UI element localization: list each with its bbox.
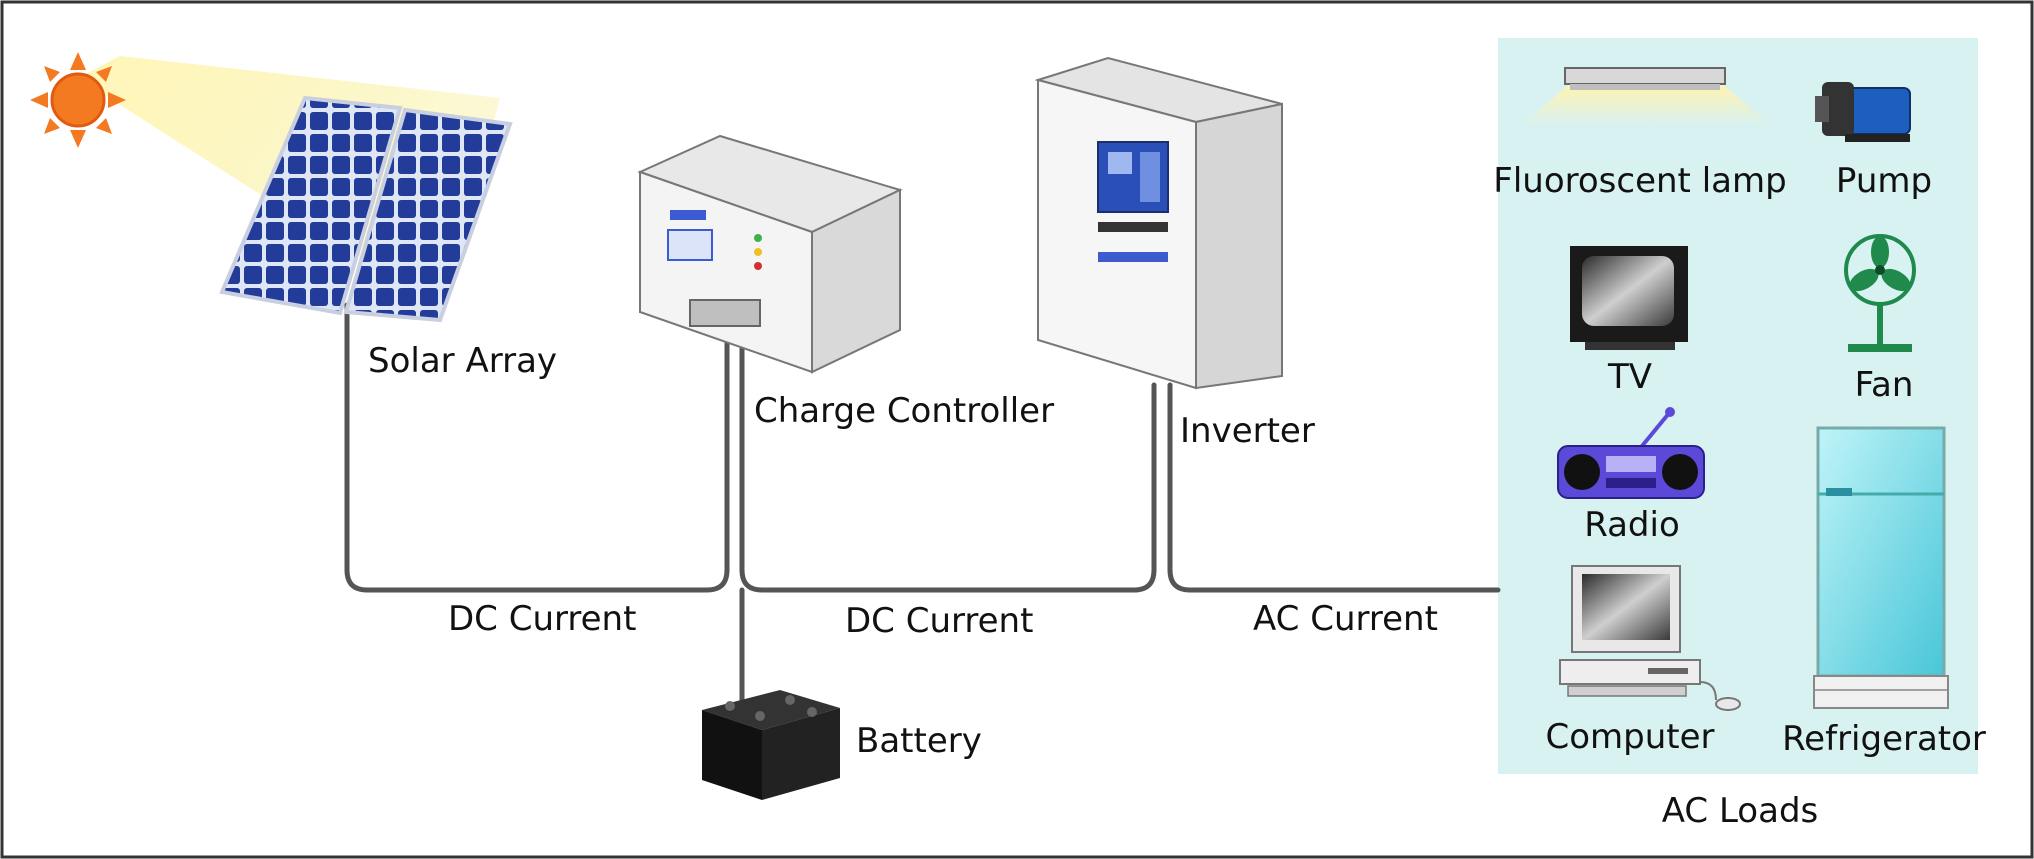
- dc-current-label-2: DC Current: [845, 601, 1033, 641]
- fluorescent-lamp-icon: [1520, 67, 1772, 126]
- ac-loads-title: AC Loads: [1662, 791, 1819, 831]
- load-label-tv: TV: [1607, 357, 1652, 397]
- fan-icon: [1844, 234, 1916, 352]
- inverter-label: Inverter: [1180, 411, 1315, 451]
- wire-controller-to-inverter: [739, 327, 1157, 593]
- load-label-fluorescent-lamp: Fluoroscent lamp: [1493, 161, 1786, 201]
- load-label-refrigerator: Refrigerator: [1782, 719, 1986, 759]
- battery-icon: [702, 690, 840, 800]
- solar-array-icon: [219, 95, 513, 323]
- solar-array-label: Solar Array: [368, 341, 557, 381]
- load-label-radio: Radio: [1584, 505, 1680, 545]
- pump-icon: [1815, 82, 1911, 142]
- tv-icon: [1570, 246, 1688, 350]
- refrigerator-icon: [1813, 426, 1949, 709]
- load-label-fan: Fan: [1855, 365, 1914, 405]
- load-label-pump: Pump: [1836, 161, 1932, 201]
- inverter-icon: [1034, 56, 1283, 390]
- charge-controller-icon: [637, 134, 903, 374]
- ac-current-label: AC Current: [1253, 599, 1438, 639]
- charge-controller-label: Charge Controller: [754, 391, 1054, 431]
- wires: [344, 302, 1501, 703]
- wire-inverter-to-loads: [1167, 382, 1501, 593]
- load-label-computer: Computer: [1545, 717, 1714, 757]
- battery-label: Battery: [856, 721, 982, 761]
- wire-solar-to-controller: [344, 302, 730, 593]
- computer-icon: [1559, 565, 1741, 711]
- radio-icon: [1557, 407, 1705, 499]
- dc-current-label-1: DC Current: [448, 599, 636, 639]
- sun-icon: [30, 52, 126, 148]
